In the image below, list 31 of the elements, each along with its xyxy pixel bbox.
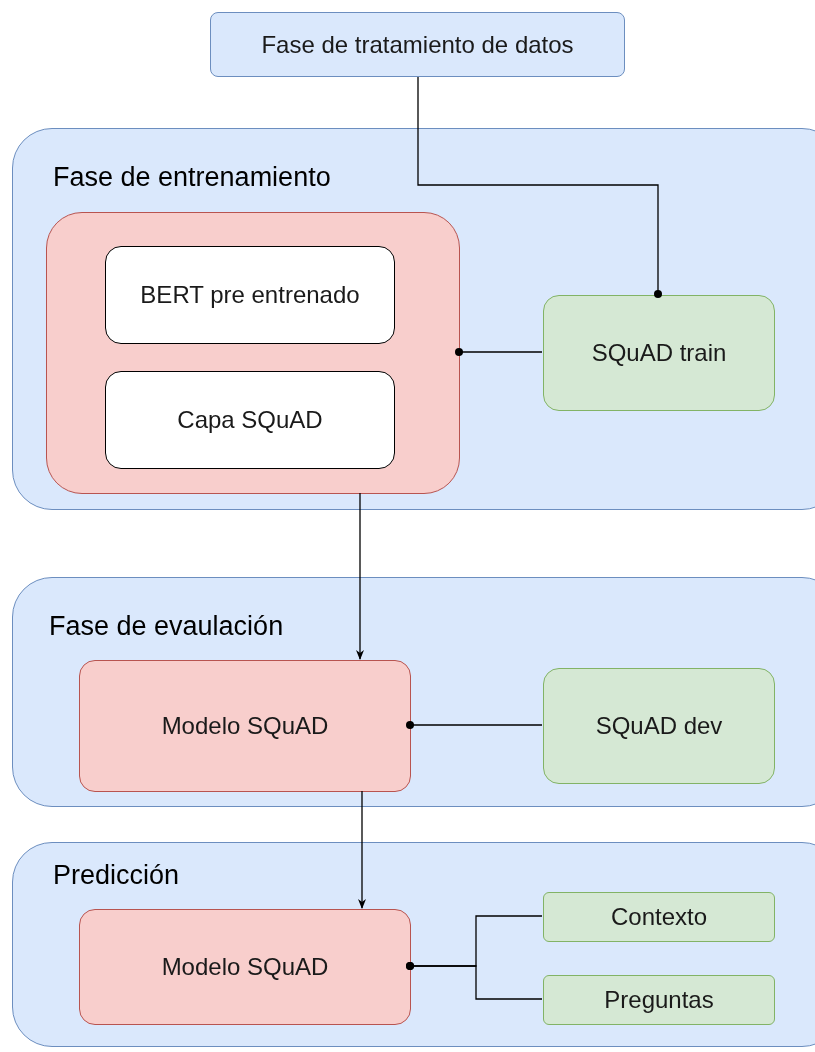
phase-panel [12,128,815,510]
box-label: Preguntas [603,985,715,1015]
phase-panel [12,842,815,1047]
phase-title: Predicción [53,859,180,892]
box-label: Modelo SQuAD [160,711,330,741]
connector [406,721,543,729]
model-box [79,909,411,1025]
data-box [543,975,775,1025]
process-box [105,371,395,469]
connector [356,492,364,660]
connector [358,790,366,909]
data-box [543,892,775,942]
connector [455,348,543,356]
process-box [105,246,395,344]
phase-panel [12,577,815,807]
model-box [79,660,411,792]
box-label: SQuAD train [590,338,728,368]
data-box [543,295,775,411]
box-label: Contexto [609,902,709,932]
phase-title: Fase de evaulación [49,610,284,643]
process-box [210,12,625,77]
model-container [46,212,460,494]
phase-title: Fase de entrenamiento [53,161,331,194]
box-label: Fase de tratamiento de datos [260,29,575,60]
connector [406,962,543,1000]
connector [417,76,662,298]
box-label: Modelo SQuAD [160,952,330,982]
data-box [543,668,775,784]
box-label: BERT pre entrenado [139,280,361,310]
box-label: SQuAD dev [594,711,724,741]
box-label: Capa SQuAD [176,405,324,435]
